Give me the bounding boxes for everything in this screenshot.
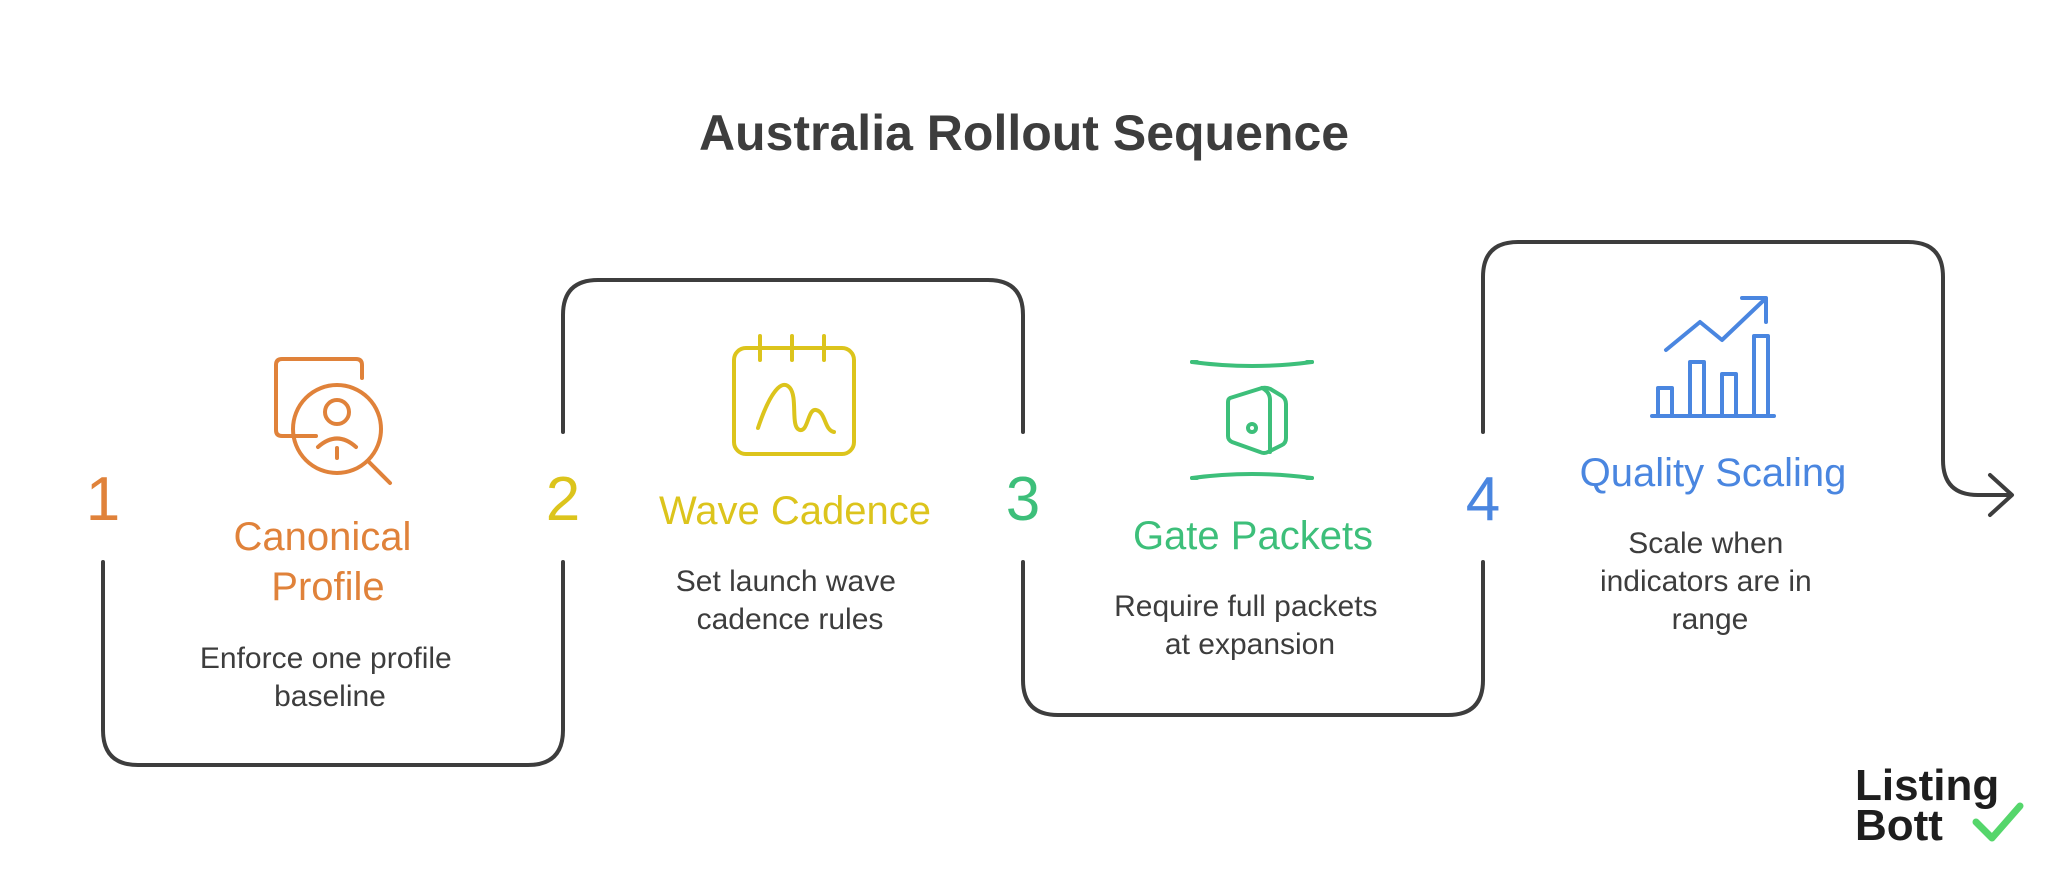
step-description-line: at expansion	[1165, 628, 1335, 661]
step-description-line: Set launch wave	[676, 565, 896, 598]
step-description-line: Enforce one profile	[200, 642, 452, 675]
logo-line-1: Listing	[1855, 761, 1999, 810]
svg-text:Listing Bott: Listing Bott	[1855, 761, 2011, 850]
step-2: 2 Wave Cadence Set launch wave cadence r…	[546, 334, 931, 636]
step-title-line: Canonical	[233, 515, 411, 559]
growth-chart-icon	[1650, 296, 1776, 418]
step-title-line: Profile	[271, 565, 384, 609]
sequence-connector	[101, 240, 2014, 767]
svg-text:Gate Packets: Gate Packets	[1133, 514, 1373, 558]
step-3: 3 Gate Packets Require full packets at e…	[1006, 360, 1386, 661]
logo-line-2: Bott	[1855, 801, 1943, 850]
step-description-line: Require full packets	[1114, 590, 1377, 623]
svg-text:Require full packets at: Require full packets at expansion	[1114, 590, 1386, 661]
connector-segment-2	[561, 278, 1025, 434]
diagram-title: Australia Rollout Sequence	[699, 105, 1349, 161]
connector-segment-1	[101, 560, 565, 767]
svg-text:Set launch wave cadence: Set launch wave cadence rules	[676, 565, 904, 636]
step-number: 1	[86, 465, 120, 534]
step-description-line: range	[1672, 603, 1749, 636]
svg-text:Scale when indicators ar: Scale when indicators are in range	[1600, 527, 1820, 636]
step-number: 3	[1006, 465, 1040, 534]
connector-segment-3	[1021, 560, 1485, 717]
profile-search-icon	[274, 357, 392, 485]
svg-text:Canonical Profile: Canonical Profile	[233, 515, 422, 609]
step-title-line: Quality Scaling	[1580, 451, 1847, 495]
step-number: 2	[546, 465, 580, 534]
step-4: 4 Quality Scaling Scale when indicators …	[1466, 296, 1847, 636]
step-description-line: baseline	[274, 680, 386, 713]
step-description-line: Scale when	[1628, 527, 1783, 560]
step-1: 1 Canonical Profile Enforce one profile …	[86, 357, 460, 713]
step-title-line: Wave Cadence	[659, 489, 931, 533]
step-number: 4	[1466, 465, 1500, 534]
packet-gate-icon	[1190, 360, 1314, 480]
step-description-line: cadence rules	[697, 603, 884, 636]
svg-text:Wave Cadence: Wave Cadence	[659, 489, 931, 533]
step-description-line: indicators are in	[1600, 565, 1812, 598]
svg-text:Enforce one profile base: Enforce one profile baseline	[200, 642, 460, 713]
calendar-wave-icon	[732, 334, 856, 456]
listingbott-logo: Listing Bott	[1855, 761, 2024, 850]
svg-text:Quality Scaling: Quality Scaling	[1580, 451, 1847, 495]
check-icon	[1972, 802, 2024, 842]
step-title-line: Gate Packets	[1133, 514, 1373, 558]
connector-segment-4	[1481, 240, 2012, 497]
arrow-head-icon	[1988, 473, 2014, 517]
